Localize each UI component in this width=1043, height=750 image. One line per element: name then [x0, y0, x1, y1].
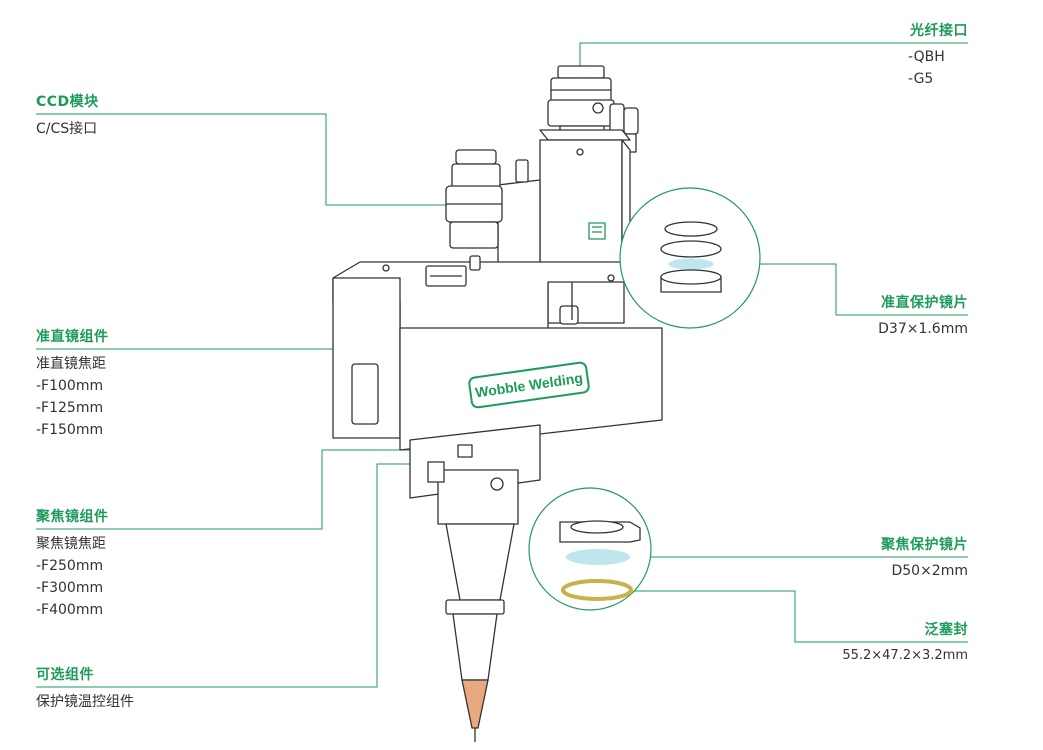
- collimator-focal-heading: 准直镜焦距: [36, 356, 106, 372]
- focus-f400: -F400mm: [36, 602, 104, 618]
- focus-protect-callout: [528, 487, 652, 611]
- seal-size: 55.2×47.2×3.2mm: [842, 648, 968, 663]
- focus-f250: -F250mm: [36, 558, 104, 574]
- ccd-interface: C/CS接口: [36, 121, 98, 137]
- ccd-module-title: CCD模块: [36, 94, 99, 110]
- collimator-f100: -F100mm: [36, 378, 104, 394]
- collimator-protect-title: 准直保护镜片: [881, 295, 968, 311]
- collimator-housing: [539, 129, 631, 325]
- collimator-protect-size: D37×1.6mm: [878, 321, 968, 337]
- product-badge: Wobble Welding: [468, 361, 590, 409]
- ccd-module: [445, 149, 503, 249]
- nozzle: [445, 523, 515, 742]
- collimator-protect-label: 准直保护镜片 D37×1.6mm: [840, 294, 968, 340]
- focus-title: 聚焦镜组件: [36, 509, 109, 525]
- collimator-title: 准直镜组件: [36, 329, 109, 345]
- focus-module: [409, 424, 541, 525]
- focus-f300: -F300mm: [36, 580, 104, 596]
- focus-protect-title: 聚焦保护镜片: [881, 537, 968, 553]
- collimator-protect-callout: [619, 187, 761, 329]
- fiber-connector: [547, 65, 615, 139]
- collimator-f125: -F125mm: [36, 400, 104, 416]
- optional-label: 可选组件 保护镜温控组件: [36, 666, 134, 713]
- side-block: [497, 159, 541, 269]
- fiber-interface-label: 光纤接口 -QBH -G5: [880, 22, 968, 90]
- focus-label: 聚焦镜组件 聚焦镜焦距 -F250mm -F300mm -F400mm: [36, 508, 109, 621]
- fiber-option-g5: -G5: [908, 71, 934, 87]
- fiber-option-qbh: -QBH: [908, 49, 945, 65]
- collimator-label: 准直镜组件 准直镜焦距 -F100mm -F125mm -F150mm: [36, 328, 109, 441]
- focus-focal-heading: 聚焦镜焦距: [36, 536, 106, 552]
- ccd-module-label: CCD模块 C/CS接口: [36, 93, 99, 140]
- seal-title: 泛塞封: [924, 622, 968, 638]
- seal-label: 泛塞封 55.2×47.2×3.2mm: [820, 621, 968, 667]
- collimator-f150: -F150mm: [36, 422, 104, 438]
- focus-protect-size: D50×2mm: [891, 563, 968, 579]
- optional-item: 保护镜温控组件: [36, 694, 134, 710]
- optional-title: 可选组件: [36, 667, 94, 683]
- focus-protect-label: 聚焦保护镜片 D50×2mm: [840, 536, 968, 582]
- fiber-interface-title: 光纤接口: [910, 23, 968, 39]
